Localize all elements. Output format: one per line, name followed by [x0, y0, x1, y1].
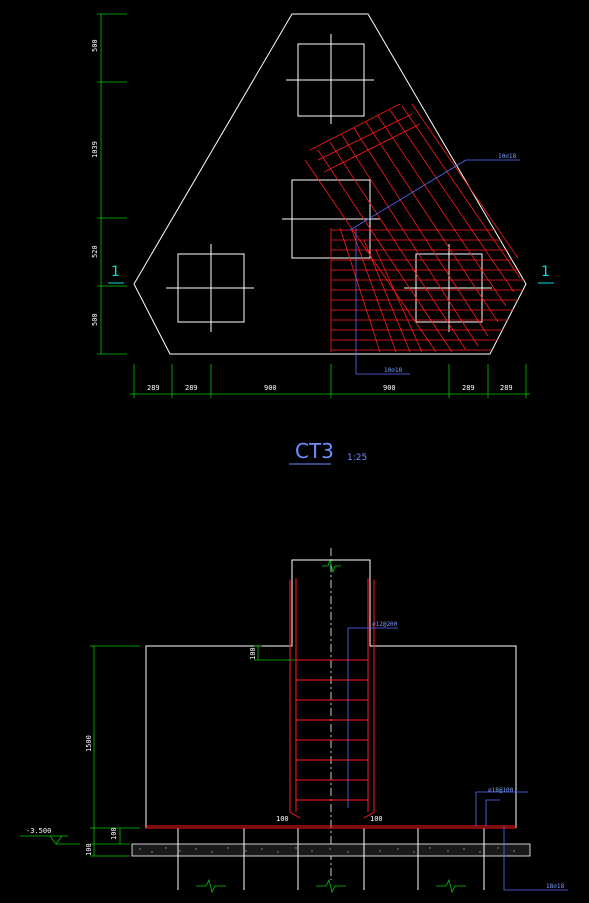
rebar-mesh	[304, 103, 524, 353]
dim-height: 1500	[85, 735, 93, 752]
cover-right-label: 100	[370, 815, 383, 823]
column-break-mark	[322, 558, 341, 574]
section-mark-right: 1	[541, 264, 550, 280]
section-dimensions	[90, 645, 296, 857]
bottom-dim-1: 289	[147, 384, 160, 392]
cushion-layer	[131, 843, 531, 857]
plan-view: 10⌀18 10⌀18 500 1039 520 500 289 289 9	[91, 13, 554, 465]
left-dim-2: 1039	[91, 141, 99, 158]
left-dimension-chain	[97, 13, 127, 355]
plan-title: CT3	[295, 439, 334, 463]
bottom-dim-2: 289	[185, 384, 198, 392]
dim-bottom-gap: 100	[110, 827, 118, 840]
bottom-rebar-label: 18⌀18	[546, 883, 564, 890]
elevation-mark	[20, 835, 80, 845]
bottom-dim-6: 289	[500, 384, 513, 392]
pile-top	[286, 34, 374, 124]
plan-scale: 1:25	[347, 453, 367, 463]
section-mark-left: 1	[111, 264, 120, 280]
top-rebar-label: ⌀18@100	[488, 787, 514, 794]
dim-cushion: 100	[85, 843, 93, 856]
pile-break-marks	[196, 878, 466, 894]
left-dim-3: 520	[91, 245, 99, 258]
bottom-dim-5: 289	[462, 384, 475, 392]
bottom-dimension-chain	[130, 364, 530, 398]
plan-rebar-label-bottom: 10⌀18	[384, 367, 402, 374]
section-leaders	[347, 627, 568, 891]
section-rebar	[146, 578, 516, 829]
rebar-leaders	[349, 159, 520, 375]
dim-top-offset: 100	[249, 647, 257, 660]
bottom-dim-4: 900	[383, 384, 396, 392]
pile-left	[166, 244, 254, 332]
section-view: ⌀12@200 ⌀18@100 18⌀18 100 100 1500 100 1…	[20, 548, 568, 894]
cushion-hatch	[139, 847, 515, 853]
bottom-dim-3: 900	[264, 384, 277, 392]
plan-rebar-label-top: 10⌀18	[498, 153, 516, 160]
left-dim-4: 500	[91, 313, 99, 326]
stirrup-label: ⌀12@200	[372, 621, 398, 628]
left-dim-1: 500	[91, 39, 99, 52]
pile-right	[404, 244, 492, 332]
cover-left-label: 100	[276, 815, 289, 823]
pile-cap-outline	[133, 13, 527, 355]
elevation-label: -3.500	[26, 827, 51, 835]
